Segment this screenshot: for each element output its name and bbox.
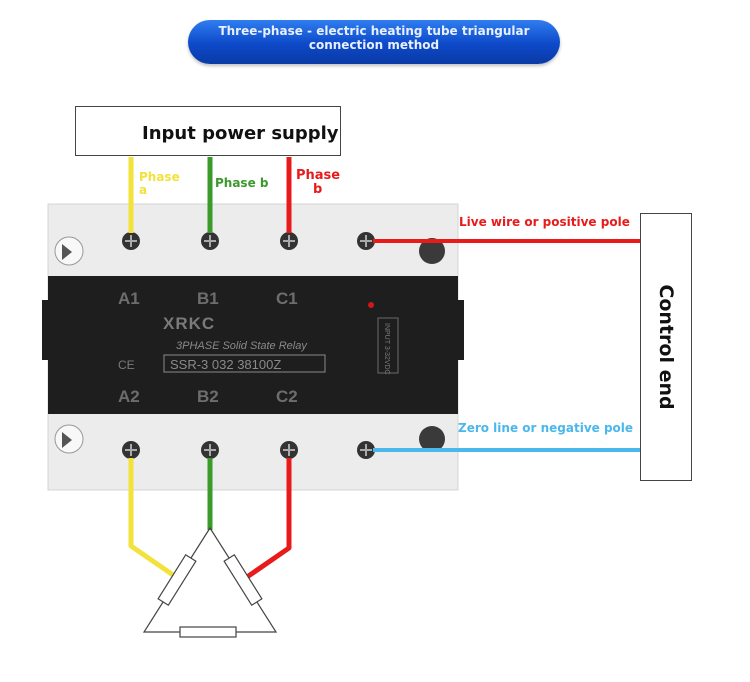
phase-b-red-label-line1: Phase bbox=[296, 168, 341, 183]
terminal-screw-b1 bbox=[201, 232, 219, 250]
mount-hole-bottom-left-mark bbox=[62, 432, 72, 448]
wire-a2-output bbox=[128, 458, 178, 580]
model-frame bbox=[163, 354, 326, 373]
terminal-label-b2: B2 bbox=[197, 387, 219, 406]
heater-left bbox=[157, 553, 197, 607]
delta-triangle bbox=[142, 526, 278, 633]
terminal-label-a1: A1 bbox=[118, 289, 140, 308]
wire-c2-output bbox=[245, 458, 292, 580]
heater-bottom bbox=[179, 626, 237, 638]
relay-side-tab-left bbox=[42, 300, 50, 360]
status-led bbox=[368, 302, 374, 308]
terminal-label-c2: C2 bbox=[276, 387, 298, 406]
title-line-1: Three-phase - electric heating tube tria… bbox=[218, 24, 530, 38]
heater-right bbox=[223, 553, 263, 607]
phase-b-green-label: Phase b bbox=[215, 176, 269, 190]
terminal-label-b1: B1 bbox=[197, 289, 219, 308]
ce-mark: CE bbox=[118, 358, 135, 372]
input-marking: INPUT 3-32VDC bbox=[383, 323, 390, 375]
terminal-screw-c2 bbox=[280, 441, 298, 459]
relay-model: SSR-3 032 38100Z bbox=[170, 357, 281, 372]
mount-hole-top-right bbox=[419, 238, 445, 264]
title-banner: Three-phase - electric heating tube tria… bbox=[188, 20, 560, 64]
input-power-supply-box: Input power supply bbox=[75, 106, 341, 156]
control-end-label: Control end bbox=[655, 284, 677, 410]
terminal-label-c1: C1 bbox=[276, 289, 298, 308]
terminal-screw-b2 bbox=[201, 441, 219, 459]
relay-front-panel bbox=[48, 276, 458, 414]
terminal-screw-c1 bbox=[280, 232, 298, 250]
title-line-2: connection method bbox=[308, 38, 440, 52]
relay-brand: XRKC bbox=[163, 314, 215, 333]
phase-b-red-label-line2: b bbox=[313, 182, 323, 197]
phase-a-label-line2: a bbox=[139, 183, 148, 197]
input-power-supply-label: Input power supply bbox=[142, 123, 339, 144]
terminal-screw-a1 bbox=[122, 232, 140, 250]
mount-hole-bottom-right bbox=[419, 426, 445, 452]
phase-b-red-label: Phase b bbox=[296, 169, 340, 197]
terminal-screw-a2 bbox=[122, 441, 140, 459]
phase-a-label-line1: Phase bbox=[139, 170, 180, 184]
live-wire-label: Live wire or positive pole bbox=[459, 215, 630, 229]
relay-subtitle: 3PHASE Solid State Relay bbox=[176, 340, 308, 352]
mount-hole-top-left-mark bbox=[62, 244, 72, 260]
relay-side-tab-right bbox=[456, 300, 464, 360]
control-end-box: Control end bbox=[640, 213, 692, 481]
phase-a-label: Phase a bbox=[139, 171, 180, 197]
zero-line-label: Zero line or negative pole bbox=[458, 421, 634, 435]
terminal-label-a2: A2 bbox=[118, 387, 140, 406]
input-marking-frame bbox=[377, 317, 399, 374]
terminal-screw-input-minus bbox=[357, 441, 375, 459]
terminal-screw-input-plus bbox=[357, 232, 375, 250]
